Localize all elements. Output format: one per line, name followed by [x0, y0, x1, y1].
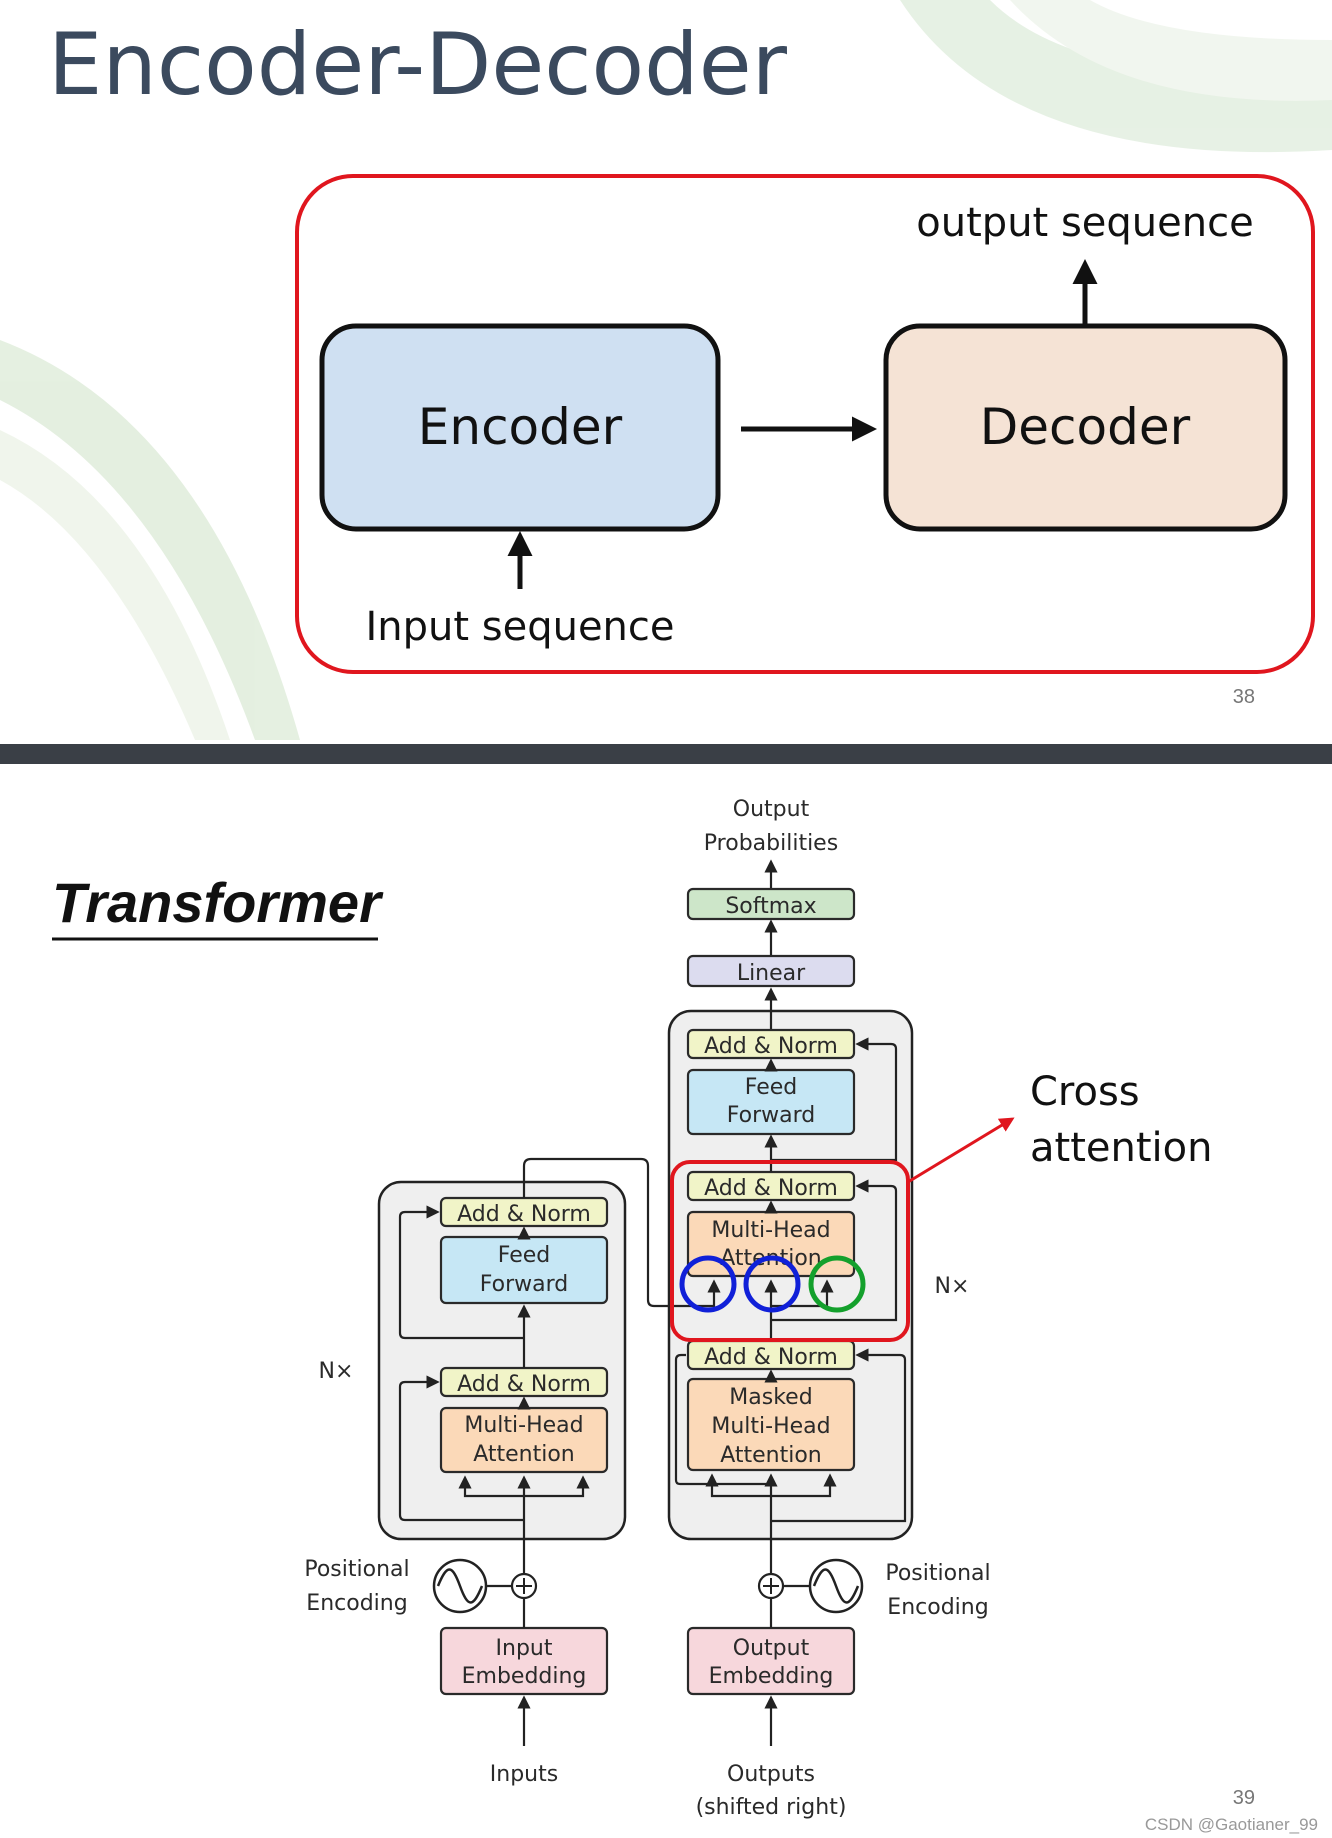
cross-attention-pointer	[907, 1117, 1015, 1184]
outputs-label-line-2: (shifted right)	[696, 1795, 847, 1820]
decoder-cross-attention-line-1: Multi-Head	[711, 1218, 830, 1243]
encoder-feed-forward-line-1: Feed	[498, 1243, 551, 1268]
linear-box	[686, 954, 856, 988]
output-probabilities-line-1: Output	[733, 797, 810, 822]
encoder-add-icon	[510, 1572, 538, 1600]
encoder-positional-encoding-line-1: Positional	[304, 1557, 409, 1582]
decoder-nx-label: N×	[935, 1274, 970, 1299]
decoder-masked-attention-line-1: Masked	[729, 1385, 812, 1410]
output-probabilities-line-2: Probabilities	[704, 831, 838, 856]
encoder-add-norm-2-label: Add & Norm	[457, 1202, 591, 1227]
encoder-box	[319, 323, 721, 532]
encoder-sine-wave-icon	[432, 1558, 488, 1614]
input-embedding-line-1: Input	[496, 1636, 553, 1661]
decorative-swoosh-left	[0, 340, 300, 740]
decoder-positional-encoding-line-2: Encoding	[887, 1595, 988, 1620]
input-embedding-line-2: Embedding	[462, 1664, 587, 1689]
decoder-add-norm-3	[686, 1028, 856, 1060]
encoder-connections	[398, 1157, 721, 1542]
slide-title: Encoder-Decoder	[48, 15, 788, 115]
encoder-label: Encoder	[418, 398, 623, 456]
encoder-nx-label: N×	[319, 1359, 354, 1384]
softmax-box	[686, 887, 856, 921]
slide-divider	[0, 744, 1332, 764]
decoder-add-norm-2-label: Add & Norm	[704, 1176, 838, 1201]
decoder-add-norm-3-label: Add & Norm	[704, 1034, 838, 1059]
encoder-attention-line-1: Multi-Head	[464, 1413, 583, 1438]
embedding-connections	[486, 1542, 810, 1746]
slide2-page-number: 39	[1233, 1787, 1255, 1809]
encoder-key-circle	[679, 1255, 737, 1313]
output-embedding-line-1: Output	[733, 1636, 810, 1661]
input-sequence-label: Input sequence	[365, 604, 674, 650]
decoder-sine-wave-icon	[808, 1558, 864, 1614]
cross-attention-label-line-2: attention	[1030, 1125, 1212, 1171]
encoder-stack	[377, 1180, 627, 1541]
decorative-swoosh-top-right	[900, 0, 1332, 153]
decoder-masked-attention-line-3: Attention	[720, 1443, 822, 1468]
decoder-masked-attention-line-2: Multi-Head	[711, 1414, 830, 1439]
decoder-query-circle	[808, 1255, 866, 1313]
decoder-label: Decoder	[980, 398, 1191, 456]
decoder-box	[883, 323, 1288, 532]
decoder-feed-forward-line-2: Forward	[727, 1103, 815, 1128]
decoder-add-icon	[757, 1572, 785, 1600]
slide-encoder-decoder: Encoder-Decoder output sequence Encoder …	[0, 0, 1332, 740]
decoder-add-norm-1-label: Add & Norm	[704, 1345, 838, 1370]
encoder-positional-encoding-line-2: Encoding	[306, 1591, 407, 1616]
cross-attention-highlight	[670, 1160, 910, 1342]
encoder-add-norm-1-label: Add & Norm	[457, 1372, 591, 1397]
encoder-value-circle	[743, 1255, 801, 1313]
encoder-attention-line-2: Attention	[473, 1442, 575, 1467]
cross-attention-label-line-1: Cross	[1030, 1069, 1140, 1115]
encoder-feed-forward-line-2: Forward	[480, 1272, 568, 1297]
linear-label: Linear	[737, 961, 806, 986]
outputs-label-line-1: Outputs	[727, 1762, 815, 1787]
output-sequence-label: output sequence	[916, 200, 1253, 246]
softmax-label: Softmax	[725, 894, 816, 919]
decoder-positional-encoding-line-1: Positional	[885, 1561, 990, 1586]
output-embedding-line-2: Embedding	[709, 1664, 834, 1689]
decoder-feed-forward-line-1: Feed	[745, 1075, 798, 1100]
slide-title-transformer: Transformer	[52, 871, 384, 934]
highlight-frame	[295, 174, 1315, 674]
inputs-label: Inputs	[490, 1762, 558, 1787]
slide1-page-number: 38	[1233, 686, 1255, 708]
csdn-watermark: CSDN @Gaotianer_99	[1145, 1815, 1318, 1834]
slide-transformer: Transformer Output Probabilities Softmax…	[52, 797, 1318, 1834]
